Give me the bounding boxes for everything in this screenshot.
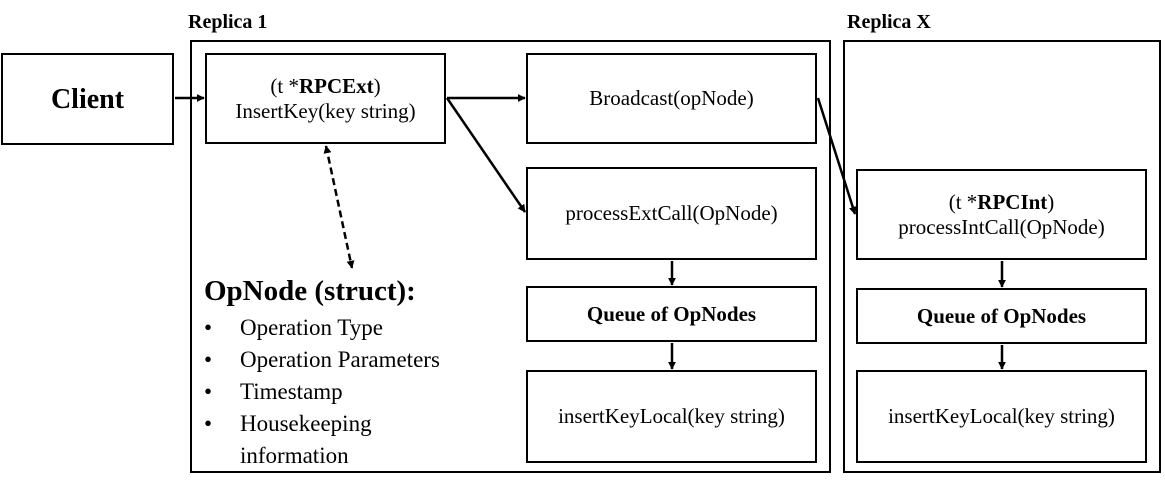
insert-key-local-replica-x-label: insertKeyLocal(key string) [888,404,1115,428]
opnode-field-list: Operation Type Operation Parameters Time… [204,312,504,472]
client-label: Client [50,83,125,115]
process-ext-call-box: processExtCall(OpNode) [526,167,817,260]
dashed-arrow-insertkey-opnode [323,145,355,269]
rpcint-suffix: ) [1047,189,1055,214]
insert-key-local-replica-1-box: insertKeyLocal(key string) [526,370,817,463]
replica-1-container [190,40,831,473]
process-ext-call-label: processExtCall(OpNode) [565,201,778,225]
insert-key-local-replica-1-label: insertKeyLocal(key string) [558,404,785,428]
process-int-call-method: processIntCall(OpNode) [898,214,1105,239]
queue-replica-x-box: Queue of OpNodes [856,288,1147,344]
queue-replica-1-box: Queue of OpNodes [526,286,817,342]
opnode-struct-title: OpNode (struct): [204,275,416,307]
insert-key-local-replica-x-box: insertKeyLocal(key string) [856,370,1147,463]
broadcast-label: Broadcast(opNode) [589,86,754,110]
replica-1-label: Replica 1 [188,11,268,33]
rpcext-signature: (t *RPCExt) [270,74,380,99]
rpcint-type: RPCInt [977,189,1048,214]
replica-x-container [843,40,1161,473]
opnode-field: Timestamp [204,376,504,408]
opnode-field: Operation Parameters [204,344,504,376]
replica-x-label: Replica X [847,11,931,33]
arrow-insertkey-to-process-ext [445,97,527,213]
rpcext-prefix: (t * [270,73,299,98]
insertkey-method: InsertKey(key string) [235,98,416,123]
rpcint-signature: (t *RPCInt) [949,190,1055,215]
rpcext-suffix: ) [373,73,381,98]
process-int-call-box: (t *RPCInt) processIntCall(OpNode) [856,169,1147,260]
arrow-broadcast-to-process-int [816,97,857,215]
rpcext-type: RPCExt [298,73,374,98]
client-box: Client [1,53,174,145]
broadcast-box: Broadcast(opNode) [526,53,817,144]
opnode-field: Operation Type [204,312,504,344]
rpcint-prefix: (t * [948,189,978,214]
queue-replica-1-label: Queue of OpNodes [586,301,757,326]
queue-replica-x-label: Queue of OpNodes [916,303,1087,328]
insertkey-rpcext-box: (t *RPCExt) InsertKey(key string) [205,53,446,144]
opnode-field: Housekeeping information [204,408,450,472]
